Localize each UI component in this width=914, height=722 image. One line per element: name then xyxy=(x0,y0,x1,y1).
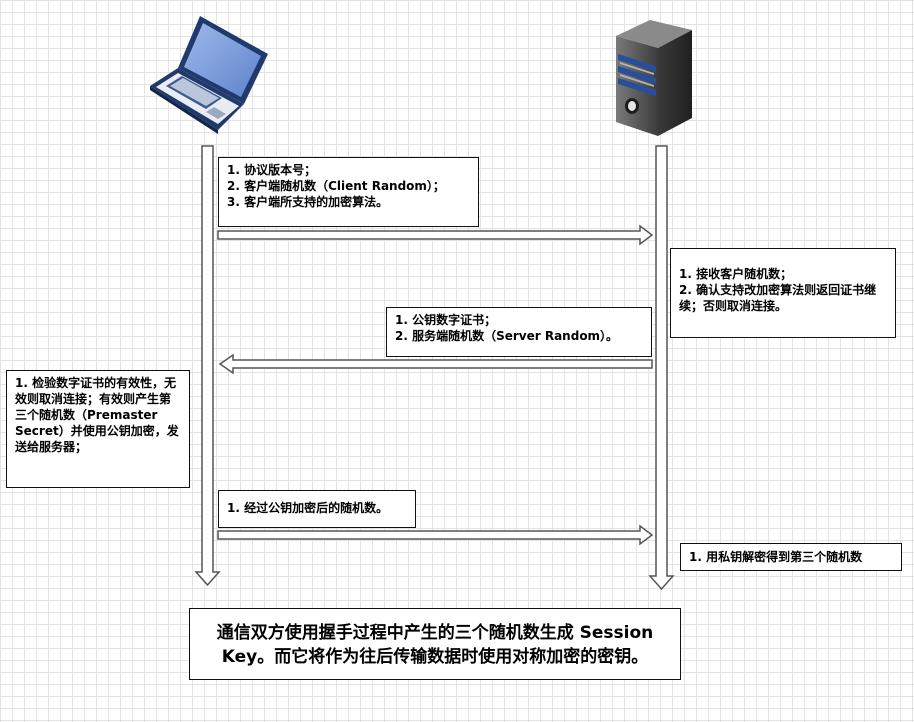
note-line: 2. 服务端随机数（Server Random）。 xyxy=(395,329,619,343)
note-line: 1. 接收客户随机数； xyxy=(679,267,793,281)
server-hello-note: 1. 公钥数字证书； 2. 服务端随机数（Server Random）。 xyxy=(386,307,652,357)
note-line: 1. 公钥数字证书； xyxy=(395,313,497,327)
client-lifeline xyxy=(194,145,221,587)
note-line: 2. 客户端随机数（Client Random）； xyxy=(227,179,445,193)
note-line: 1. 经过公钥加密后的随机数。 xyxy=(227,501,389,515)
server-hello-arrow xyxy=(218,353,653,375)
client-hello-arrow xyxy=(217,224,654,246)
client-hello-note: 1. 协议版本号； 2. 客户端随机数（Client Random）； 3. 客… xyxy=(218,157,479,227)
server-icon xyxy=(616,20,692,136)
client-verify-note: 1. 检验数字证书的有效性，无效则取消连接；有效则产生第三个随机数（Premas… xyxy=(6,370,190,488)
summary-text: 通信双方使用握手过程中产生的三个随机数生成 Session Key。而它将作为往… xyxy=(216,623,654,667)
note-line: 1. 协议版本号； xyxy=(227,163,317,177)
server-lifeline xyxy=(648,145,675,591)
encrypted-secret-arrow xyxy=(217,524,654,546)
note-line: 2. 确认支持改加密算法则返回证书继续；否则取消连接。 xyxy=(679,283,877,313)
session-key-summary: 通信双方使用握手过程中产生的三个随机数生成 Session Key。而它将作为往… xyxy=(189,608,681,680)
client-send-note: 1. 经过公钥加密后的随机数。 xyxy=(218,490,416,528)
note-line: 1. 用私钥解密得到第三个随机数 xyxy=(689,550,863,564)
note-line: 3. 客户端所支持的加密算法。 xyxy=(227,195,389,209)
note-line: 1. 检验数字证书的有效性，无效则取消连接；有效则产生第三个随机数（Premas… xyxy=(15,376,179,454)
server-decrypt-note: 1. 用私钥解密得到第三个随机数 xyxy=(680,543,902,571)
server-receive-note: 1. 接收客户随机数； 2. 确认支持改加密算法则返回证书继续；否则取消连接。 xyxy=(670,248,896,338)
laptop-icon xyxy=(150,16,268,134)
